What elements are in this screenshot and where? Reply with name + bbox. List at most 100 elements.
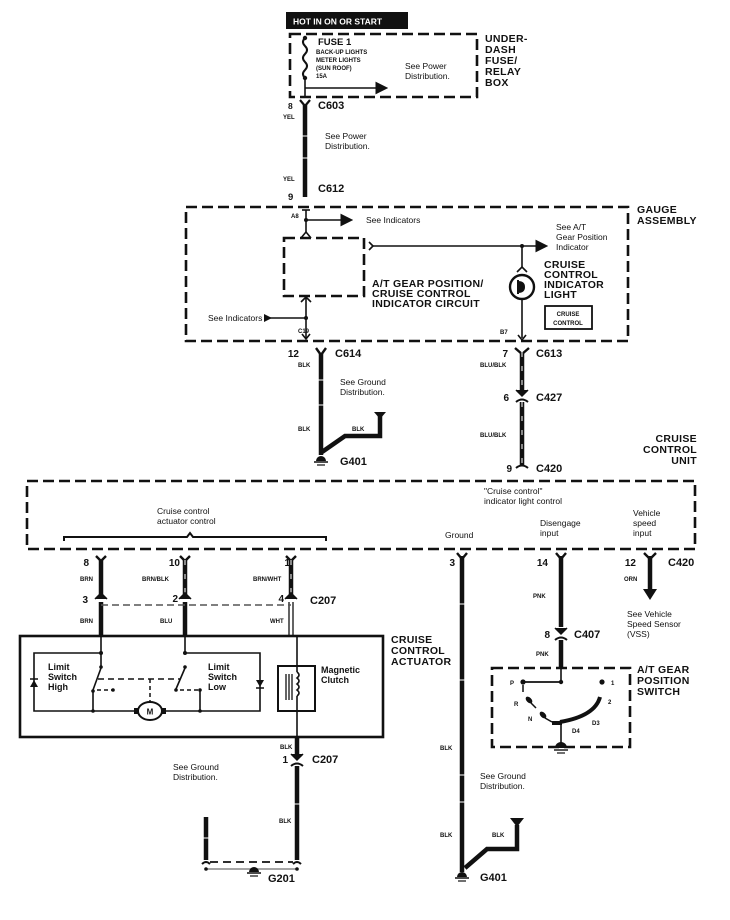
limit-switch-low-icon <box>175 667 186 690</box>
fuse-box-outline <box>288 32 479 99</box>
g401-top-wire-1: BLK <box>298 427 311 433</box>
vss-note: See Vehicle Speed Sensor (VSS) <box>627 609 681 639</box>
c407-pin: 8 <box>544 630 550 641</box>
ground-dist-note-g201: See Ground Distribution. <box>173 762 219 782</box>
svg-text:Distribution.: Distribution. <box>173 772 218 782</box>
svg-text:CRUISE CONTROL: CRUISE CONTROL <box>372 288 471 300</box>
vehicle-speed-input-label: Vehicle speed input <box>633 508 661 538</box>
svg-text:Limit: Limit <box>208 662 230 672</box>
g401-top-wire-2: BLK <box>352 427 365 433</box>
actuator-control-label: Cruise control actuator control <box>157 506 216 526</box>
svg-text:See Ground: See Ground <box>480 771 526 781</box>
wire-brn-blk: BRN/BLK <box>142 577 170 583</box>
limit-switch-high-label: Limit Switch High <box>48 662 77 692</box>
c603-label: C603 <box>318 100 344 112</box>
svg-text:CONTROL: CONTROL <box>544 269 598 281</box>
gear-pos-1: 1 <box>611 681 615 687</box>
svg-text:See Power: See Power <box>405 61 447 71</box>
c207-bottom-label: C207 <box>312 754 338 766</box>
gear-pos-d4: D4 <box>572 729 580 735</box>
brn-wire <box>94 555 108 636</box>
svg-text:GAUGE: GAUGE <box>637 204 677 216</box>
c420-top-label: C420 <box>536 463 562 475</box>
c427-wire: BLU/BLK <box>480 433 507 439</box>
svg-text:Switch: Switch <box>48 672 77 682</box>
wire-brn-upper: BRN <box>80 577 93 583</box>
c207-bottom-wire-2: BLK <box>279 819 292 825</box>
c614-label: C614 <box>335 348 362 360</box>
gear-contact-p <box>520 679 526 685</box>
svg-text:Switch: Switch <box>208 672 237 682</box>
actuator-label: CRUISE CONTROL ACTUATOR <box>391 634 451 668</box>
svg-text:INDICATOR CIRCUIT: INDICATOR CIRCUIT <box>372 298 480 310</box>
svg-text:BACK-UP LIGHTS: BACK-UP LIGHTS <box>316 50 367 56</box>
ground-symbol-g201 <box>247 867 261 877</box>
svg-text:Indicator: Indicator <box>556 242 589 252</box>
c612-wire: YEL <box>283 177 295 183</box>
svg-text:indicator light control: indicator light control <box>484 496 562 506</box>
wire-pnk-upper: PNK <box>533 594 546 600</box>
svg-text:SWITCH: SWITCH <box>637 686 680 698</box>
svg-text:CONTROL: CONTROL <box>553 321 583 327</box>
gear-pos-p: P <box>510 681 514 687</box>
ground-wire-blk-2: BLK <box>440 833 453 839</box>
svg-text:(VSS): (VSS) <box>627 629 650 639</box>
wire-wht: WHT <box>270 619 284 625</box>
wire-blu: BLU <box>160 619 172 625</box>
c613-wire: BLU/BLK <box>480 363 507 369</box>
svg-text:Magnetic: Magnetic <box>321 665 360 675</box>
magnetic-clutch-label: Magnetic Clutch <box>321 665 360 685</box>
limit-switch-high-icon <box>92 667 102 691</box>
c603-wire: YEL <box>283 115 295 121</box>
pin-b7: B7 <box>500 330 508 336</box>
hot-banner: HOT IN ON OR START <box>293 17 383 27</box>
svg-text:See Ground: See Ground <box>340 377 386 387</box>
unit-pin-10: 10 <box>169 558 181 569</box>
svg-text:INDICATOR: INDICATOR <box>544 279 604 291</box>
c207-pin-2: 2 <box>172 594 178 605</box>
svg-text:ACTUATOR: ACTUATOR <box>391 656 451 668</box>
wire-brn-lower: BRN <box>80 619 93 625</box>
svg-text:High: High <box>48 682 68 692</box>
svg-text:15A: 15A <box>316 74 328 80</box>
svg-text:CRUISE: CRUISE <box>656 433 697 445</box>
ground-wire-blk-1: BLK <box>440 746 453 752</box>
fuse-name: FUSE 1 <box>318 37 352 48</box>
svg-text:See Power: See Power <box>325 131 367 141</box>
g401-top-label: G401 <box>340 456 367 468</box>
svg-text:Clutch: Clutch <box>321 675 349 685</box>
unit-pin-1: 1 <box>284 558 290 569</box>
wire-brn-wht: BRN/WHT <box>253 577 282 583</box>
svg-text:FUSE/: FUSE/ <box>485 55 517 67</box>
svg-text:Distribution.: Distribution. <box>405 71 450 81</box>
fuse-box-see-power: See Power Distribution. <box>405 61 450 81</box>
fuse-icon <box>302 37 308 79</box>
gear-pos-2: 2 <box>608 700 612 706</box>
svg-text:Low: Low <box>208 682 227 692</box>
unit-pin-3: 3 <box>449 558 455 569</box>
diode-left-icon <box>30 680 38 687</box>
svg-text:(SUN ROOF): (SUN ROOF) <box>316 66 352 72</box>
svg-text:Vehicle: Vehicle <box>633 508 661 518</box>
unit-pin-8: 8 <box>83 558 89 569</box>
see-indicators-left-arrow <box>264 314 272 322</box>
svg-text:Distribution.: Distribution. <box>480 781 525 791</box>
actuator-control-brace <box>63 531 327 541</box>
c207-top-label: C207 <box>310 595 336 607</box>
pin-a8: A8 <box>291 214 299 220</box>
ground-wire-blk-3: BLK <box>492 833 505 839</box>
g401-bottom-label: G401 <box>480 872 507 884</box>
disengage-input-label: Disengage input <box>540 518 581 538</box>
gauge-assembly-label: GAUGE ASSEMBLY <box>637 204 696 227</box>
svg-text:See Ground: See Ground <box>173 762 219 772</box>
unit-ground-label: Ground <box>445 530 474 540</box>
c427-label: C427 <box>536 392 562 404</box>
see-indicators-top: See Indicators <box>366 215 420 225</box>
svg-text:DASH: DASH <box>485 44 516 56</box>
c407-wire: PNK <box>536 652 549 658</box>
gear-contact-n <box>539 711 547 719</box>
ground-dist-note-right: See Ground Distribution. <box>480 771 526 791</box>
cruise-control-badge <box>544 305 593 330</box>
svg-text:Distribution.: Distribution. <box>325 141 370 151</box>
